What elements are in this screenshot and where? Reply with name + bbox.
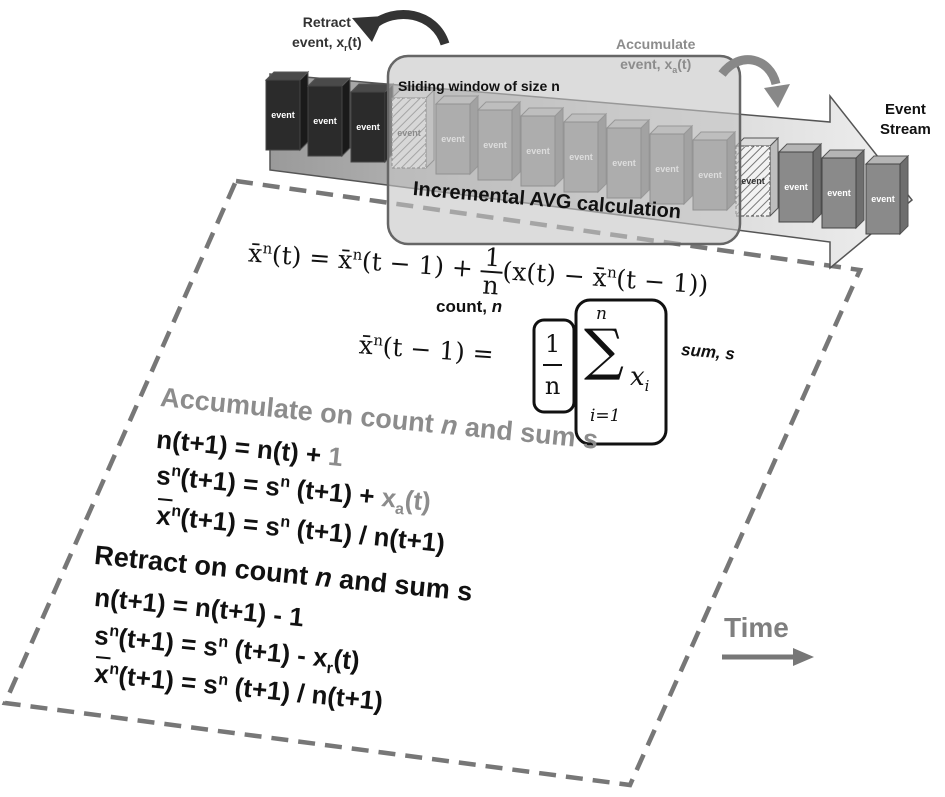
acc-line2-gray: xa(t) bbox=[380, 482, 433, 518]
retract-sub: r bbox=[344, 42, 348, 53]
event-box-label: event bbox=[356, 122, 380, 132]
fraction-1-n-boxed: 1 n bbox=[543, 324, 563, 406]
boxed-numerator: 1 bbox=[543, 324, 563, 366]
fraction-numerator: 1 bbox=[480, 242, 505, 274]
count-label: count, n bbox=[436, 297, 502, 317]
event-stream-title-line2: Stream bbox=[880, 121, 931, 138]
xbar-symbol-3: x̄ bbox=[591, 262, 608, 293]
retract-label-line1: Retract bbox=[302, 14, 351, 30]
event-box-front bbox=[265, 79, 301, 151]
event-box: event bbox=[349, 82, 395, 164]
event-box-top bbox=[264, 71, 310, 81]
retract-prefix: event, x bbox=[292, 34, 345, 50]
event-box-front bbox=[778, 151, 814, 223]
event-box: event bbox=[306, 76, 352, 158]
sliding-window bbox=[386, 54, 742, 246]
event-box-label: event bbox=[871, 194, 895, 204]
accumulate-label: Accumulate event, xa(t) bbox=[616, 34, 695, 80]
retract-arrow-head bbox=[352, 16, 384, 42]
retract-suffix: (t) bbox=[347, 34, 362, 50]
event-box-label: event bbox=[271, 110, 295, 120]
time-label: Time bbox=[724, 612, 789, 643]
count-label-text: count, bbox=[436, 297, 492, 316]
sub-i: i bbox=[644, 377, 650, 396]
event-box-side bbox=[341, 76, 351, 158]
event-box: event bbox=[864, 154, 910, 236]
event-box-label: event bbox=[313, 116, 337, 126]
boxed-denominator: n bbox=[544, 372, 561, 400]
count-var: n bbox=[491, 297, 503, 316]
event-box-side bbox=[899, 154, 909, 236]
event-box-top bbox=[777, 143, 823, 153]
event-box: event bbox=[734, 136, 780, 218]
event-box-label: event bbox=[784, 182, 808, 192]
event-box: event bbox=[264, 70, 310, 152]
event-box-side bbox=[855, 148, 865, 230]
xbar-symbol-2: x̄ bbox=[337, 244, 354, 275]
fraction-denominator: n bbox=[481, 270, 500, 301]
event-stream-title-line1: Event bbox=[885, 101, 926, 118]
retract-curved-arrow bbox=[369, 10, 450, 46]
sum-bottom: i=1 bbox=[590, 406, 621, 426]
eq1-lhs: (t) = bbox=[270, 240, 340, 274]
event-box-top bbox=[820, 149, 866, 159]
sum-top: n bbox=[596, 304, 607, 324]
event-box-front bbox=[350, 91, 386, 163]
window-title: Sliding window of size n bbox=[398, 78, 560, 94]
eq1-tail-a: (x(t) − bbox=[501, 256, 594, 292]
ret-line2-d: (t) bbox=[332, 643, 362, 676]
acc-line1-b: 1 bbox=[326, 440, 345, 473]
accumulate-label-line2: event, xa(t) bbox=[616, 54, 695, 80]
accumulate-suffix: (t) bbox=[677, 56, 692, 72]
accumulate-curved-arrow bbox=[718, 55, 781, 86]
retract-label: Retract event, xr(t) bbox=[292, 12, 362, 58]
event-box: event bbox=[820, 148, 866, 230]
event-box-front bbox=[821, 157, 857, 229]
x-i-term: xi bbox=[630, 362, 649, 395]
event-box-label: event bbox=[741, 176, 765, 186]
xbar-symbol: x̄ bbox=[247, 238, 264, 269]
event-box-front bbox=[307, 85, 343, 157]
event-box-top bbox=[734, 137, 780, 147]
sigma-symbol: ∑ bbox=[584, 318, 624, 383]
count-bracket-box bbox=[532, 318, 576, 414]
event-box-side bbox=[769, 136, 779, 218]
eq1-mid: (t − 1) + bbox=[360, 246, 482, 284]
event-box-top bbox=[306, 77, 352, 87]
event-box-front bbox=[865, 163, 901, 235]
xbar-symbol-4: x̄ bbox=[357, 330, 375, 361]
event-box-label: event bbox=[827, 188, 851, 198]
event-box-side bbox=[299, 70, 309, 152]
event-box-top bbox=[349, 83, 395, 93]
accumulate-sub: a bbox=[672, 64, 678, 75]
accumulate-prefix: event, x bbox=[620, 56, 673, 72]
accumulate-arrow-head bbox=[764, 84, 790, 108]
eq1-tail-b: (t − 1)) bbox=[615, 264, 710, 300]
sum-bracket-box bbox=[574, 298, 668, 446]
accumulate-label-line1: Accumulate bbox=[616, 36, 696, 52]
event-box-side bbox=[812, 142, 822, 224]
event-box: event bbox=[777, 142, 823, 224]
event-box-top bbox=[864, 155, 910, 165]
x-symbol: x bbox=[630, 362, 645, 392]
retract-label-line2: event, xr(t) bbox=[292, 32, 362, 58]
acc-line2-gray-tail: (t) bbox=[403, 484, 433, 517]
event-stream-title: Event Stream bbox=[880, 100, 931, 140]
time-arrow-head bbox=[793, 648, 814, 666]
